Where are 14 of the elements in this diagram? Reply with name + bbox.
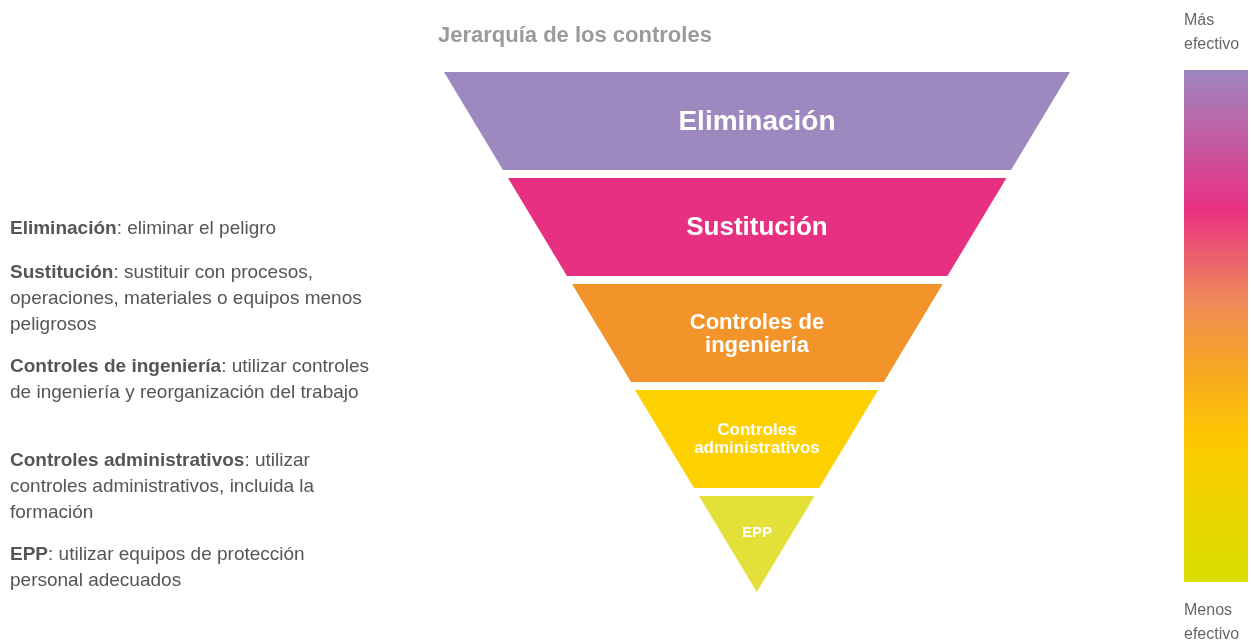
scale-label: Más efectivo — [1184, 10, 1241, 54]
band-label: Sustitución — [685, 212, 829, 240]
effectiveness-gradient-bar — [1184, 70, 1248, 582]
band-label: Controles de ingeniería — [688, 309, 826, 357]
control-description: Controles administrativos: utilizar controles administrativos, incluida la formación — [10, 448, 316, 524]
band-label: Eliminación — [677, 105, 837, 135]
band-label: Controles administrativos — [693, 421, 821, 457]
control-description: EPP: utilizar equipos de protección personal adecuados — [10, 542, 306, 592]
band-label: EPP — [740, 524, 773, 540]
control-description: Eliminación: eliminar el peligro — [10, 216, 278, 240]
scale-label: Menos efectivo — [1184, 600, 1241, 641]
control-description: Controles de ingeniería: utilizar controles de ingeniería y reorganización del trabajo — [10, 354, 370, 404]
diagram-title: Jerarquía de los controles — [438, 22, 712, 48]
control-description: Sustitución: sustituir con procesos, operaciones, materiales o equipos menos peligrosos — [10, 260, 363, 336]
